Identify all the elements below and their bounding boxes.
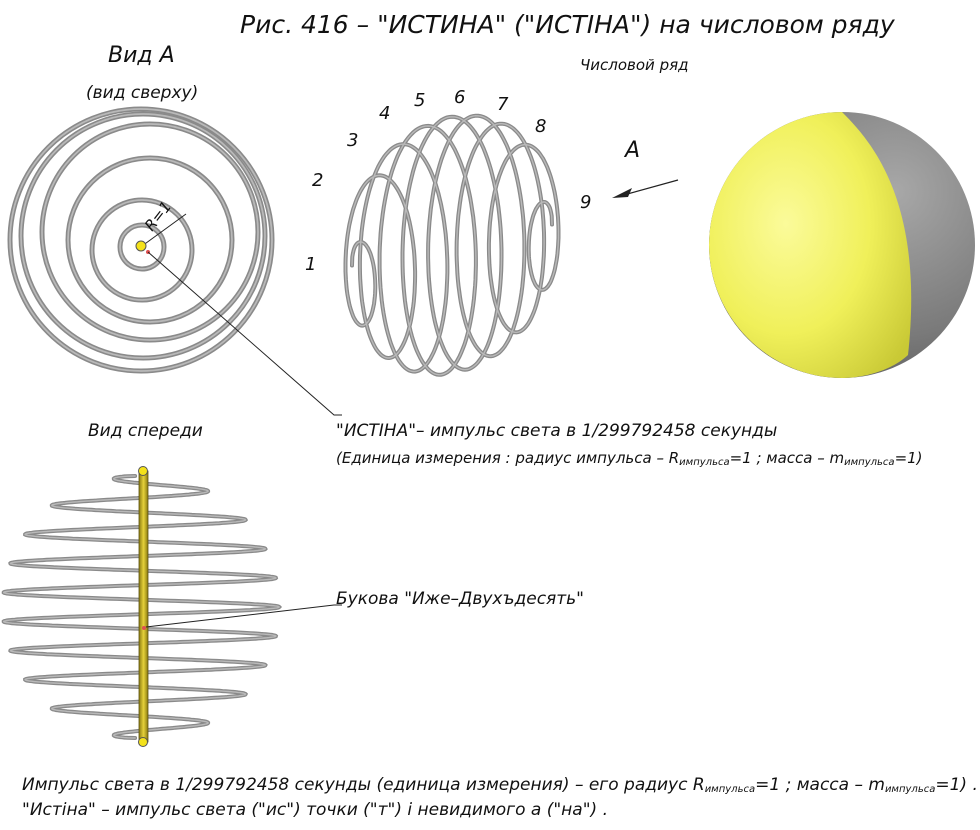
footer-line1-part-b: =1 ; масса – m (755, 775, 885, 795)
istina-callout-line2: (Единица измерения : радиус импульса – R… (336, 449, 923, 468)
number-row-label: Числовой ряд (580, 56, 689, 74)
top-view-spiral (7, 106, 275, 374)
radius-label: R=1 (141, 198, 175, 235)
footer-line2: "Истіна" – импульс света ("ис") точки ("… (22, 800, 608, 820)
footer-line1-part-a: Импульс света в 1/299792458 секунды (еди… (22, 775, 705, 795)
front-view-heading: Вид спереди (88, 421, 203, 441)
top-view-ring-highlight (67, 157, 233, 323)
rod-top-point (138, 466, 148, 476)
view-arrow-shaft (619, 179, 679, 197)
turn-number-5: 5 (414, 90, 425, 111)
radius-line (141, 213, 187, 247)
istina-callout-line2-part-b: =1 ; масса – m (730, 449, 845, 467)
helix-coil (343, 113, 561, 377)
top-view-ring-highlight (119, 224, 165, 270)
turn-number-4: 4 (379, 103, 390, 124)
footer-line1-part-c: =1) . (935, 775, 978, 795)
turn-number-1: 1 (305, 254, 316, 275)
footer-line1: Импульс света в 1/299792458 секунды (еди… (22, 775, 978, 795)
istina-leader-line (147, 251, 342, 416)
top-view-ring-highlight (9, 108, 273, 372)
turn-number-6: 6 (454, 87, 465, 108)
arrow-a-label: A (623, 138, 640, 163)
front-view-spiral (1, 474, 283, 740)
turn-number-7: 7 (497, 94, 509, 115)
top-view-ring-highlight (20, 113, 266, 359)
center-point (135, 240, 147, 252)
view-a-heading: Вид А (108, 43, 175, 68)
axis-rod (138, 470, 149, 743)
rod-bottom-point (138, 737, 148, 747)
turn-number-9: 9 (580, 192, 591, 213)
sphere (709, 112, 975, 378)
top-view-ring-highlight (41, 123, 259, 341)
letter-leader-line (145, 604, 342, 628)
istina-callout-line2-part-c: =1) (895, 449, 923, 467)
turn-number-2: 2 (312, 170, 323, 191)
istina-callout-line2-part-a: (Единица измерения : радиус импульса – R (336, 449, 679, 467)
istina-callout-sub-radius: импульса (679, 457, 729, 468)
top-view-ring-highlight (91, 199, 193, 301)
view-arrow-head (612, 188, 632, 198)
number-row-helix (343, 113, 561, 377)
turn-number-3: 3 (347, 130, 358, 151)
istina-callout-line1: "ИСТІНА"– импульс света в 1/299792458 се… (336, 421, 777, 441)
turn-number-8: 8 (535, 116, 546, 137)
footer-sub-radius: импульса (705, 784, 755, 795)
sphere-yellow-half (709, 112, 912, 378)
figure-title: Рис. 416 – "ИСТИНА" ("ИСТІНА") на числов… (240, 10, 896, 39)
letter-callout: Букова "Иже–Двухъдесять" (336, 589, 584, 609)
rod-center-marker (142, 626, 146, 630)
helix-coil-highlight (344, 114, 560, 376)
footer-sub-mass: импульса (885, 784, 935, 795)
front-view-coil-highlight (3, 475, 281, 739)
turn-number-labels: 1 2 34 5 6 7 8 9 (305, 87, 591, 275)
istina-callout-sub-mass: импульса (844, 457, 894, 468)
view-a-subheading: (вид сверху) (86, 83, 198, 103)
